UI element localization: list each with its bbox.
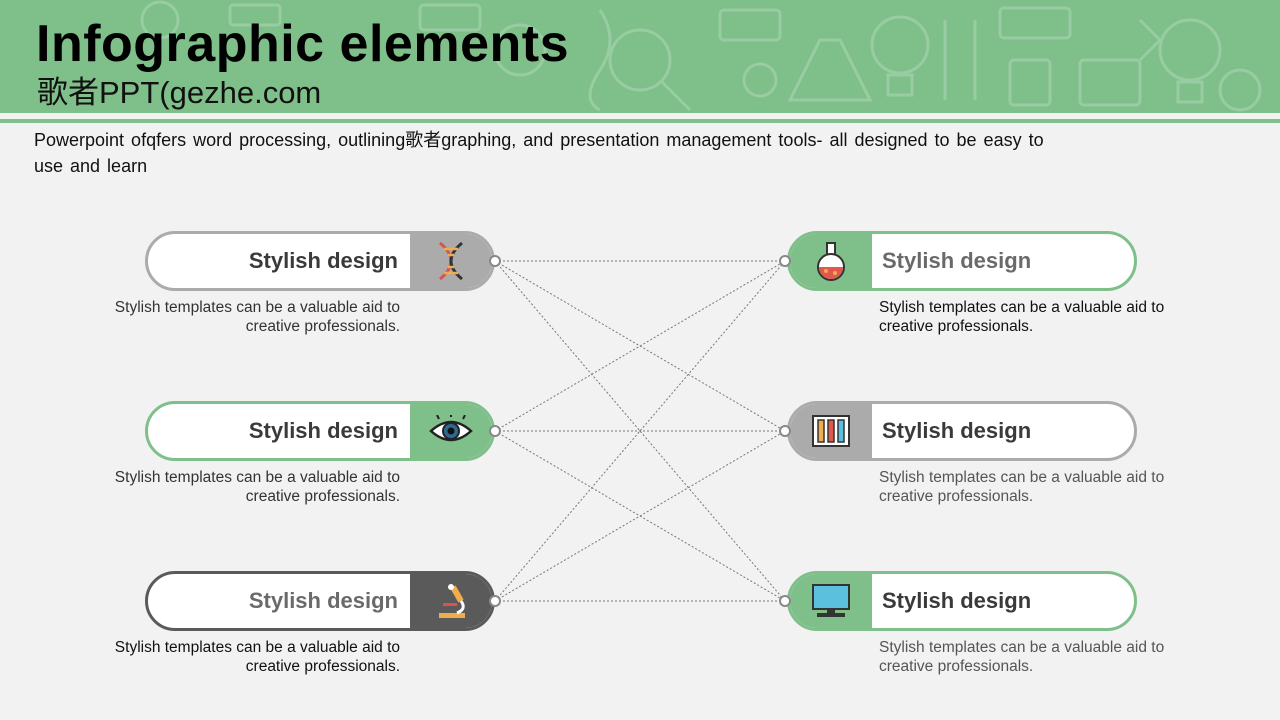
left-item-2[interactable]: Stylish design xyxy=(145,401,495,461)
right-item-1[interactable]: Stylish design xyxy=(787,231,1137,291)
connector-node-left-2 xyxy=(489,425,501,437)
right-item-2[interactable]: Stylish design xyxy=(787,401,1137,461)
right-item-2-description: Stylish templates can be a valuable aid … xyxy=(879,469,1165,505)
right-item-3[interactable]: Stylish design xyxy=(787,571,1137,631)
left-item-2-label: Stylish design xyxy=(248,418,398,443)
right-item-1-label: Stylish design xyxy=(882,248,1032,273)
microscope-icon xyxy=(410,574,492,628)
connector-l2-r1 xyxy=(494,260,786,432)
connector-node-right-2 xyxy=(779,425,791,437)
page-subtitle: 歌者PPT(gezhe.com xyxy=(37,75,322,110)
connector-node-left-3 xyxy=(489,595,501,607)
connector-l3-r1 xyxy=(494,260,786,602)
right-item-1-description: Stylish templates can be a valuable aid … xyxy=(879,299,1165,335)
right-item-3-label: Stylish design xyxy=(882,588,1032,613)
left-item-2-description: Stylish templates can be a valuable aid … xyxy=(114,469,400,505)
connector-l3-r2 xyxy=(494,430,786,602)
dna-icon xyxy=(410,234,492,288)
connector-node-left-1 xyxy=(489,255,501,267)
test-tubes-icon xyxy=(790,404,872,458)
left-item-1[interactable]: Stylish design xyxy=(145,231,495,291)
intro-paragraph: Powerpoint ofqfers word processing, outl… xyxy=(34,130,1044,176)
connector-l1-r3 xyxy=(494,260,786,602)
science-pattern-background xyxy=(140,0,1262,112)
right-item-3-description: Stylish templates can be a valuable aid … xyxy=(879,639,1165,675)
right-item-2-label: Stylish design xyxy=(882,418,1032,443)
computer-icon xyxy=(790,574,872,628)
left-item-3-description: Stylish templates can be a valuable aid … xyxy=(114,639,400,675)
left-item-1-label: Stylish design xyxy=(248,248,398,273)
left-item-3[interactable]: Stylish design xyxy=(145,571,495,631)
connector-node-right-3 xyxy=(779,595,791,607)
flask-icon xyxy=(790,234,872,288)
left-item-1-description: Stylish templates can be a valuable aid … xyxy=(114,299,400,335)
eye-icon xyxy=(410,404,492,458)
header-banner xyxy=(0,0,1280,113)
left-item-3-label: Stylish design xyxy=(248,588,398,613)
header-divider xyxy=(0,119,1280,123)
page-title: Infographic elements xyxy=(36,15,569,73)
connector-node-right-1 xyxy=(779,255,791,267)
